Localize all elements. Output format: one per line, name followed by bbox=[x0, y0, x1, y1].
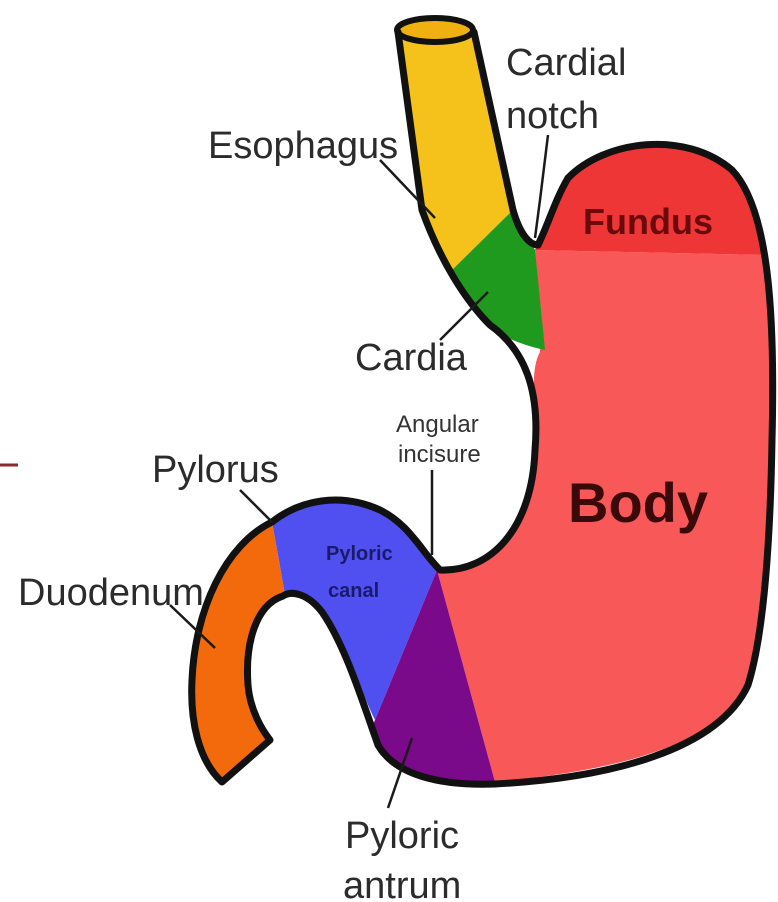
angular-incisure-label-line2: incisure bbox=[398, 441, 481, 468]
pyloric-antrum-label-line2: antrum bbox=[343, 865, 461, 902]
angular-incisure-label-line1: Angular bbox=[396, 411, 479, 438]
pyloric-canal-label-line2: canal bbox=[328, 580, 379, 602]
duodenum-label: Duodenum bbox=[18, 572, 204, 614]
fundus-label: Fundus bbox=[583, 201, 713, 242]
esophagus-label: Esophagus bbox=[208, 125, 398, 167]
cardial-notch-label-line1: Cardial bbox=[506, 42, 626, 84]
body-label: Body bbox=[568, 471, 708, 534]
cardial-notch-label-line2: notch bbox=[506, 95, 599, 137]
pylorus-label: Pylorus bbox=[152, 449, 279, 491]
cardia-label: Cardia bbox=[355, 337, 468, 379]
pylorus-leader bbox=[240, 490, 272, 522]
pyloric-antrum-label-line1: Pyloric bbox=[345, 815, 459, 857]
pyloric-canal-label-line1: Pyloric bbox=[326, 543, 393, 565]
esophagus-opening bbox=[397, 18, 473, 42]
